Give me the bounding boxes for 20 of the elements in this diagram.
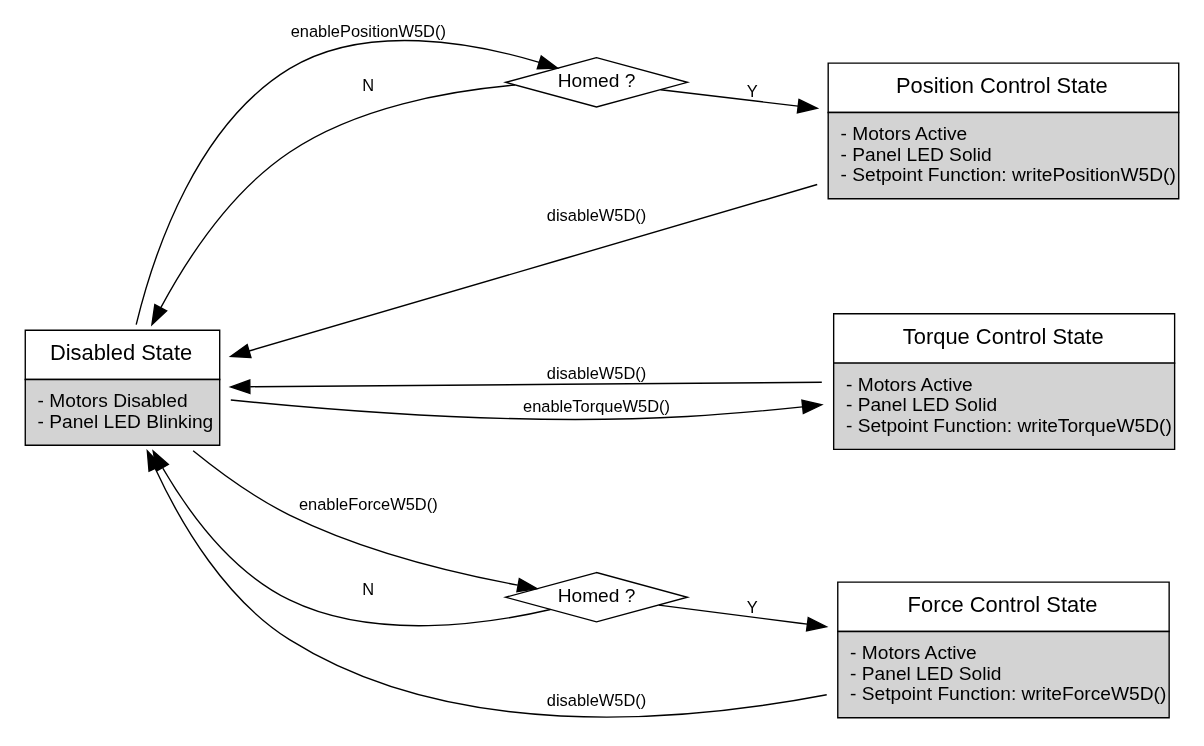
arrow [150,84,516,327]
edge-label: enablePositionW5D() [290,21,446,40]
edge-label: enableTorqueW5D() [523,396,671,415]
edge-label: enableForceW5D() [298,495,438,514]
arrow [228,183,818,359]
arrow [228,379,823,395]
edge-label: N [362,76,375,95]
edge-label: disableW5D() [546,206,647,225]
node-diamond: Homed ? [503,571,690,623]
arrow [192,450,539,593]
edge-label: N [362,580,375,599]
node-diamond: Homed ? [503,57,690,108]
edge-label: disableW5D() [546,363,647,382]
edge-label: disableW5D() [546,691,647,710]
edge-label: Y [746,81,758,100]
edge-label: Y [746,598,758,617]
arrow [658,604,829,632]
arrow [230,399,824,420]
arrow [135,39,560,326]
arrow [659,89,820,114]
